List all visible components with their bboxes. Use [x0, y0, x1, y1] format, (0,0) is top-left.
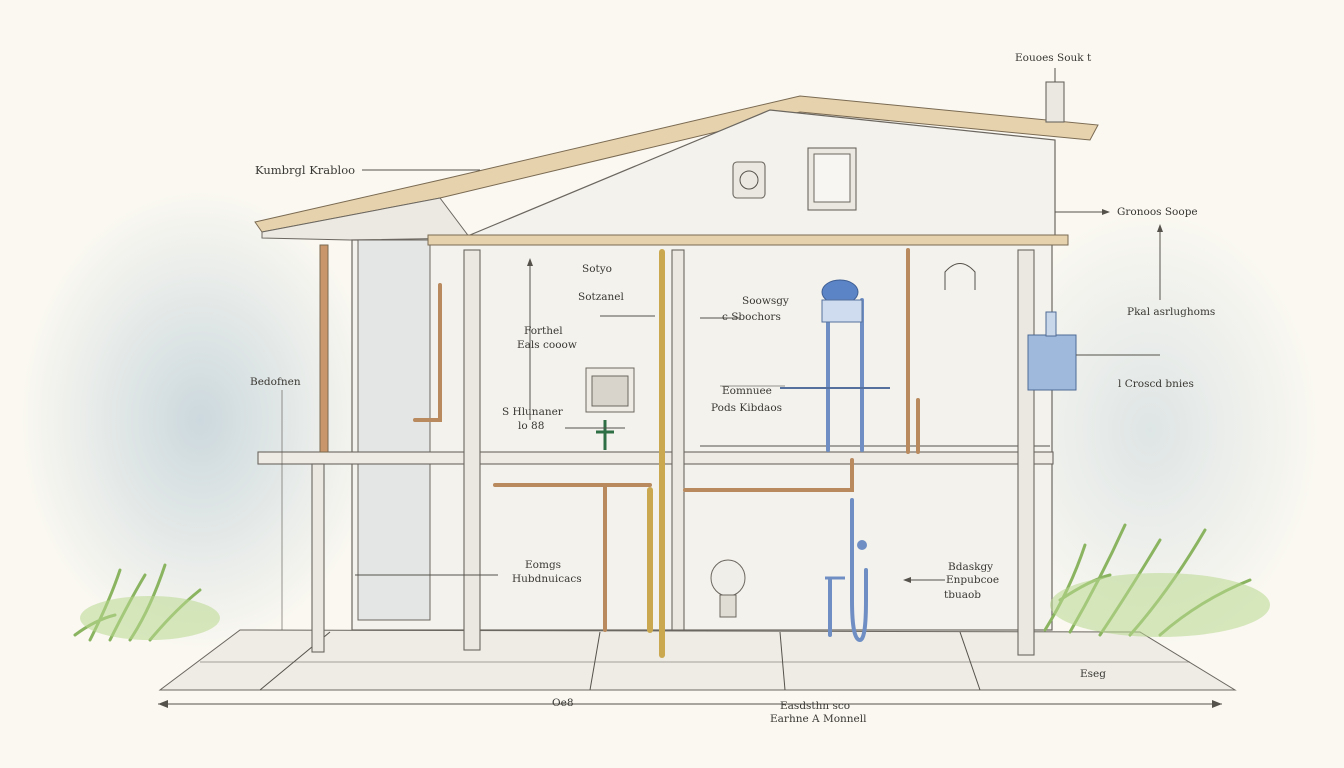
label-roof-left: Kumbrgl Krabloo [255, 163, 355, 177]
label-left-wall: Bedofnen [250, 376, 301, 388]
post-far-left [319, 244, 329, 453]
post-right [1017, 249, 1035, 656]
pipe-blue-heater [826, 298, 864, 452]
label-lower-right-c: tbuaob [944, 589, 981, 601]
vent-stack-icon [1045, 81, 1065, 123]
label-room-top: Sotyo [582, 263, 612, 275]
label-vent-stack: Eouoes Souk t [1015, 52, 1092, 64]
label-sink-b: lo 88 [518, 420, 544, 432]
pipe-copper-left [413, 283, 442, 422]
label-footer-a: Easdsthn sco [780, 700, 850, 712]
post-left [311, 463, 325, 653]
pipe-blue-lower [850, 498, 868, 643]
watercolor-wash-left [20, 190, 380, 650]
main-wall [351, 239, 1053, 631]
label-dimension-center: Oe8 [552, 697, 574, 709]
label-center-b: c Sbochors [722, 311, 781, 323]
label-lower-right-a: Bdaskgy [948, 561, 993, 573]
label-room-top-b: Sotzanel [578, 291, 625, 303]
label-sink-a: S Hlunaner [502, 406, 564, 418]
vent-icon [732, 161, 766, 199]
eave-left [261, 197, 471, 241]
toilet-icon [710, 559, 746, 618]
watercolor-wash-right [980, 210, 1320, 650]
label-footer-b: Earhne A Monnell [770, 713, 867, 725]
pipe-copper-mid [683, 458, 854, 492]
label-heater-a: Eomnuee [722, 385, 772, 397]
tank-icon [1027, 311, 1077, 391]
post-mid [463, 249, 481, 651]
label-eaves-right: Gronoos Soope [1117, 206, 1198, 218]
left-wing-wall [357, 239, 431, 621]
post-inner [671, 249, 685, 631]
label-room-mid-a: Forthel [524, 325, 563, 337]
label-room-mid-b: Eals cooow [517, 339, 577, 351]
window-icon [807, 147, 857, 211]
ground-slab [158, 629, 1237, 691]
label-ground-right: Eseg [1080, 668, 1106, 680]
label-lower-left-b: Hubdnuicacs [512, 573, 582, 585]
arch-window [944, 263, 976, 290]
mid-floor-slab [257, 451, 1054, 465]
label-center-a: Soowsgy [742, 295, 789, 307]
sink-icon [585, 367, 635, 450]
label-lower-left-a: Eomgs [525, 559, 561, 571]
label-heater-b: Pods Kibdaos [711, 402, 782, 414]
valve-icon [825, 540, 867, 580]
label-tank-note: l Croscd bnies [1118, 378, 1194, 390]
label-upper-right: Pkal asrlughoms [1127, 306, 1215, 318]
label-lower-right-b: Enpubcoe [946, 574, 999, 586]
upper-beam [427, 234, 1069, 246]
water-heater-icon [780, 279, 890, 389]
